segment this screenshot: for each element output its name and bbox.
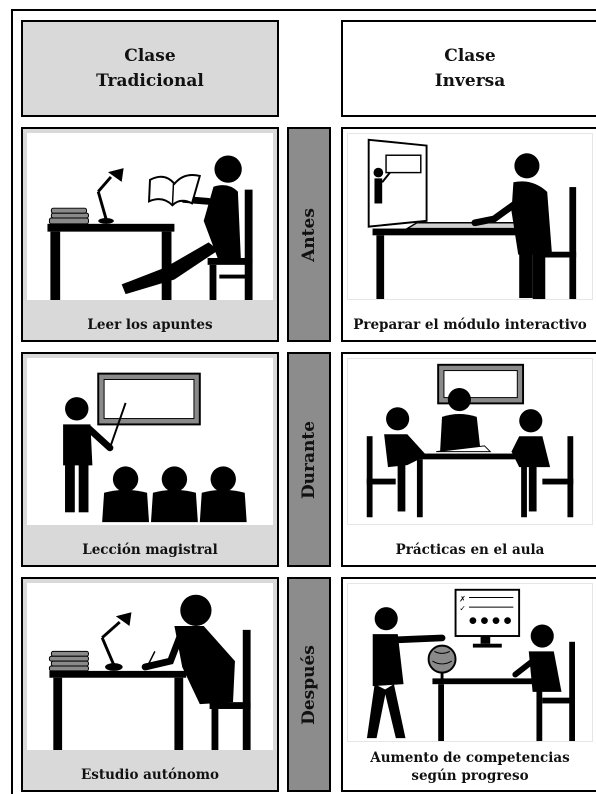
panel-inverse-antes: Preparar el módulo interactivo [341, 127, 596, 342]
group-work-icon [366, 363, 574, 518]
frame-top-line [11, 9, 596, 11]
panel-inverse-despues: ✗ ✓ [341, 577, 596, 792]
illustration-area [27, 133, 273, 300]
caption-inverse-despues: Aumento de competencias según progreso [343, 749, 596, 785]
illustration-area: ✗ ✓ [347, 583, 593, 742]
caption-traditional-despues: Estudio autónomo [80, 767, 220, 783]
panel-traditional-despues: Estudio autónomo [21, 577, 279, 792]
svg-text:✓: ✓ [459, 604, 465, 613]
header-traditional-line1: Clase [124, 45, 176, 66]
teacher-lecture-icon [63, 372, 247, 523]
caption-inverse-despues-line1: Aumento de competencias [370, 750, 570, 766]
teacher-globe-icon: ✗ ✓ [366, 588, 575, 741]
caption-traditional-antes: Leer los apuntes [87, 317, 213, 333]
svg-text:✗: ✗ [459, 594, 465, 603]
header-traditional-line2: Tradicional [96, 70, 204, 91]
teacher-recording-icon [367, 138, 577, 299]
caption-inverse-despues-line2: según progreso [411, 768, 529, 784]
phase-label-despues: Después [287, 577, 331, 792]
illustration-area [347, 358, 593, 525]
panel-inverse-durante: Prácticas en el aula [341, 352, 596, 567]
person-reading-icon [47, 155, 253, 300]
header-traditional: Clase Tradicional [21, 20, 279, 117]
phase-label-durante: Durante [287, 352, 331, 567]
frame-left-line [11, 9, 13, 794]
illustration-area [347, 133, 593, 300]
caption-inverse-durante: Prácticas en el aula [395, 542, 545, 558]
illustration-area [27, 358, 273, 525]
caption-traditional-durante: Lección magistral [82, 542, 218, 558]
panel-traditional-antes: Leer los apuntes [21, 127, 279, 342]
header-inverse-line1: Clase [444, 45, 496, 66]
header-inverse-line2: Inversa [434, 70, 506, 91]
person-studying-icon [48, 594, 251, 750]
phase-label-antes: Antes [287, 127, 331, 342]
panel-traditional-durante: Lección magistral [21, 352, 279, 567]
illustration-area [27, 583, 273, 750]
header-inverse: Clase Inversa [341, 20, 596, 117]
caption-inverse-antes: Preparar el módulo interactivo [353, 317, 587, 333]
